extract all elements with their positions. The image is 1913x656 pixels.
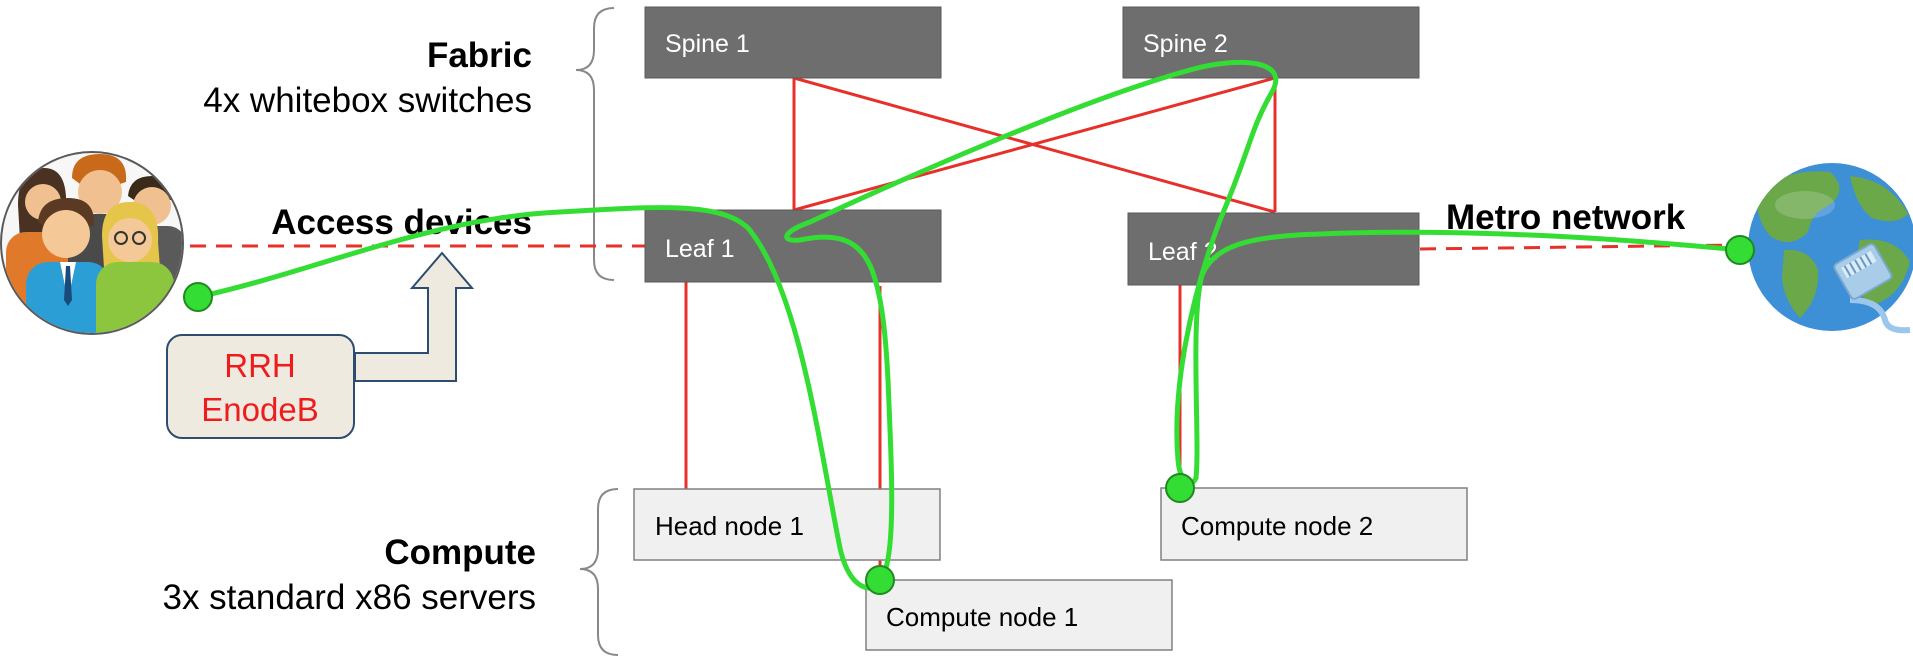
compute-node-2-server: Compute node 2	[1160, 487, 1468, 561]
rrh-label: RRH	[224, 347, 296, 384]
endpoint-metro	[1725, 235, 1755, 265]
fabric-subtitle: 4x whitebox switches	[203, 81, 532, 120]
fabric-brace	[575, 7, 615, 281]
metro-network-label: Metro network	[1446, 198, 1686, 237]
compute-node-2-label: Compute node 2	[1181, 511, 1373, 541]
spine-2-switch: Spine 2	[1122, 6, 1420, 79]
enodeb-label: EnodeB	[201, 391, 318, 428]
head-node-1-label: Head node 1	[655, 511, 804, 541]
endpoint-compute-node-1	[865, 565, 895, 595]
compute-node-1-label: Compute node 1	[886, 602, 1078, 632]
compute-node-1-server: Compute node 1	[865, 579, 1173, 651]
spine-2-label: Spine 2	[1143, 30, 1228, 58]
users-group-icon	[0, 151, 184, 335]
fabric-title: Fabric	[427, 36, 532, 75]
endpoint-user	[183, 282, 213, 312]
callout-box	[166, 334, 355, 439]
rrh-enodeb-callout: RRH EnodeB	[166, 251, 475, 439]
spine-1-switch: Spine 1	[644, 6, 942, 79]
globe-network-icon	[1748, 163, 1913, 334]
compute-title: Compute	[384, 533, 536, 572]
endpoint-compute-node-2	[1165, 473, 1195, 503]
spine-1-label: Spine 1	[665, 30, 750, 58]
leaf-2-switch: Leaf 2	[1127, 212, 1420, 286]
callout-arrow	[354, 251, 475, 382]
compute-subtitle: 3x standard x86 servers	[162, 578, 536, 617]
link-spine2-leaf1	[793, 76, 1276, 212]
traffic-path	[195, 59, 1743, 591]
compute-brace	[579, 488, 619, 656]
leaf-1-label: Leaf 1	[665, 235, 735, 263]
access-devices-label: Access devices	[271, 203, 532, 242]
leaf-1-switch: Leaf 1	[644, 209, 942, 283]
